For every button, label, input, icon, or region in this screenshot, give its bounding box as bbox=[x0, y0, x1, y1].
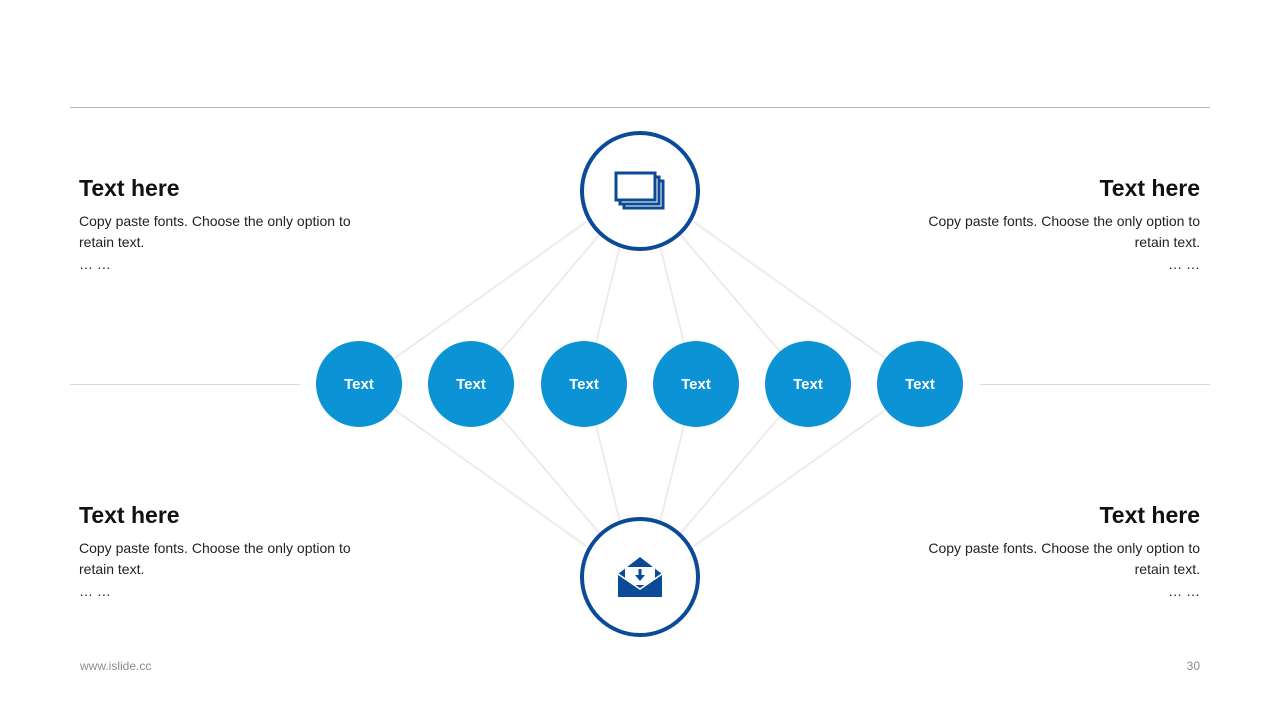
connector-top-6 bbox=[693, 221, 886, 359]
bottom-hub-circle bbox=[580, 517, 700, 637]
envelope-download-icon bbox=[617, 557, 663, 597]
block-body: Copy paste fonts. Choose the only option… bbox=[928, 540, 1200, 578]
text-node-label: Text bbox=[793, 375, 823, 393]
block-body: Copy paste fonts. Choose the only option… bbox=[79, 540, 351, 578]
text-node-5: Text bbox=[765, 341, 851, 427]
text-node-label: Text bbox=[681, 375, 711, 393]
block-body: Copy paste fonts. Choose the only option… bbox=[928, 213, 1200, 251]
text-node-6: Text bbox=[877, 341, 963, 427]
connector-bottom-3 bbox=[595, 424, 621, 523]
top-hub-circle bbox=[580, 131, 700, 251]
block-body: Copy paste fonts. Choose the only option… bbox=[79, 213, 351, 251]
text-node-label: Text bbox=[344, 375, 374, 393]
block-title: Text here bbox=[79, 175, 180, 201]
block-title: Text here bbox=[79, 502, 180, 528]
text-node-4: Text bbox=[653, 341, 739, 427]
connector-top-3 bbox=[595, 245, 621, 344]
right-divider bbox=[980, 384, 1210, 385]
text-block-bottom-left: Text here Copy paste fonts. Choose the o… bbox=[79, 502, 369, 601]
text-block-top-left: Text here Copy paste fonts. Choose the o… bbox=[79, 175, 369, 274]
connector-bottom-4 bbox=[659, 424, 685, 523]
top-divider bbox=[70, 107, 1210, 108]
left-divider bbox=[70, 384, 300, 385]
connector-top-5 bbox=[679, 233, 782, 354]
connector-bottom-6 bbox=[693, 409, 886, 547]
connector-bottom-5 bbox=[679, 414, 782, 535]
text-node-1: Text bbox=[316, 341, 402, 427]
text-node-3: Text bbox=[541, 341, 627, 427]
connector-top-2 bbox=[498, 233, 601, 354]
connector-bottom-1 bbox=[394, 409, 587, 547]
stacked-cards-icon bbox=[614, 171, 665, 210]
block-ellipsis: … … bbox=[79, 583, 111, 600]
text-node-label: Text bbox=[905, 375, 935, 393]
connector-top-4 bbox=[659, 245, 685, 344]
page-number: 30 bbox=[1186, 659, 1200, 673]
block-title: Text here bbox=[1099, 502, 1200, 528]
block-ellipsis: … … bbox=[79, 256, 111, 273]
block-ellipsis: … … bbox=[1168, 256, 1200, 273]
connector-bottom-2 bbox=[498, 414, 601, 535]
text-node-label: Text bbox=[569, 375, 599, 393]
connector-top-1 bbox=[394, 221, 587, 359]
text-node-2: Text bbox=[428, 341, 514, 427]
block-title: Text here bbox=[1099, 175, 1200, 201]
block-ellipsis: … … bbox=[1168, 583, 1200, 600]
text-block-top-right: Text here Copy paste fonts. Choose the o… bbox=[910, 175, 1200, 274]
text-block-bottom-right: Text here Copy paste fonts. Choose the o… bbox=[910, 502, 1200, 601]
text-node-label: Text bbox=[456, 375, 486, 393]
footer-website: www.islide.cc bbox=[80, 659, 152, 673]
